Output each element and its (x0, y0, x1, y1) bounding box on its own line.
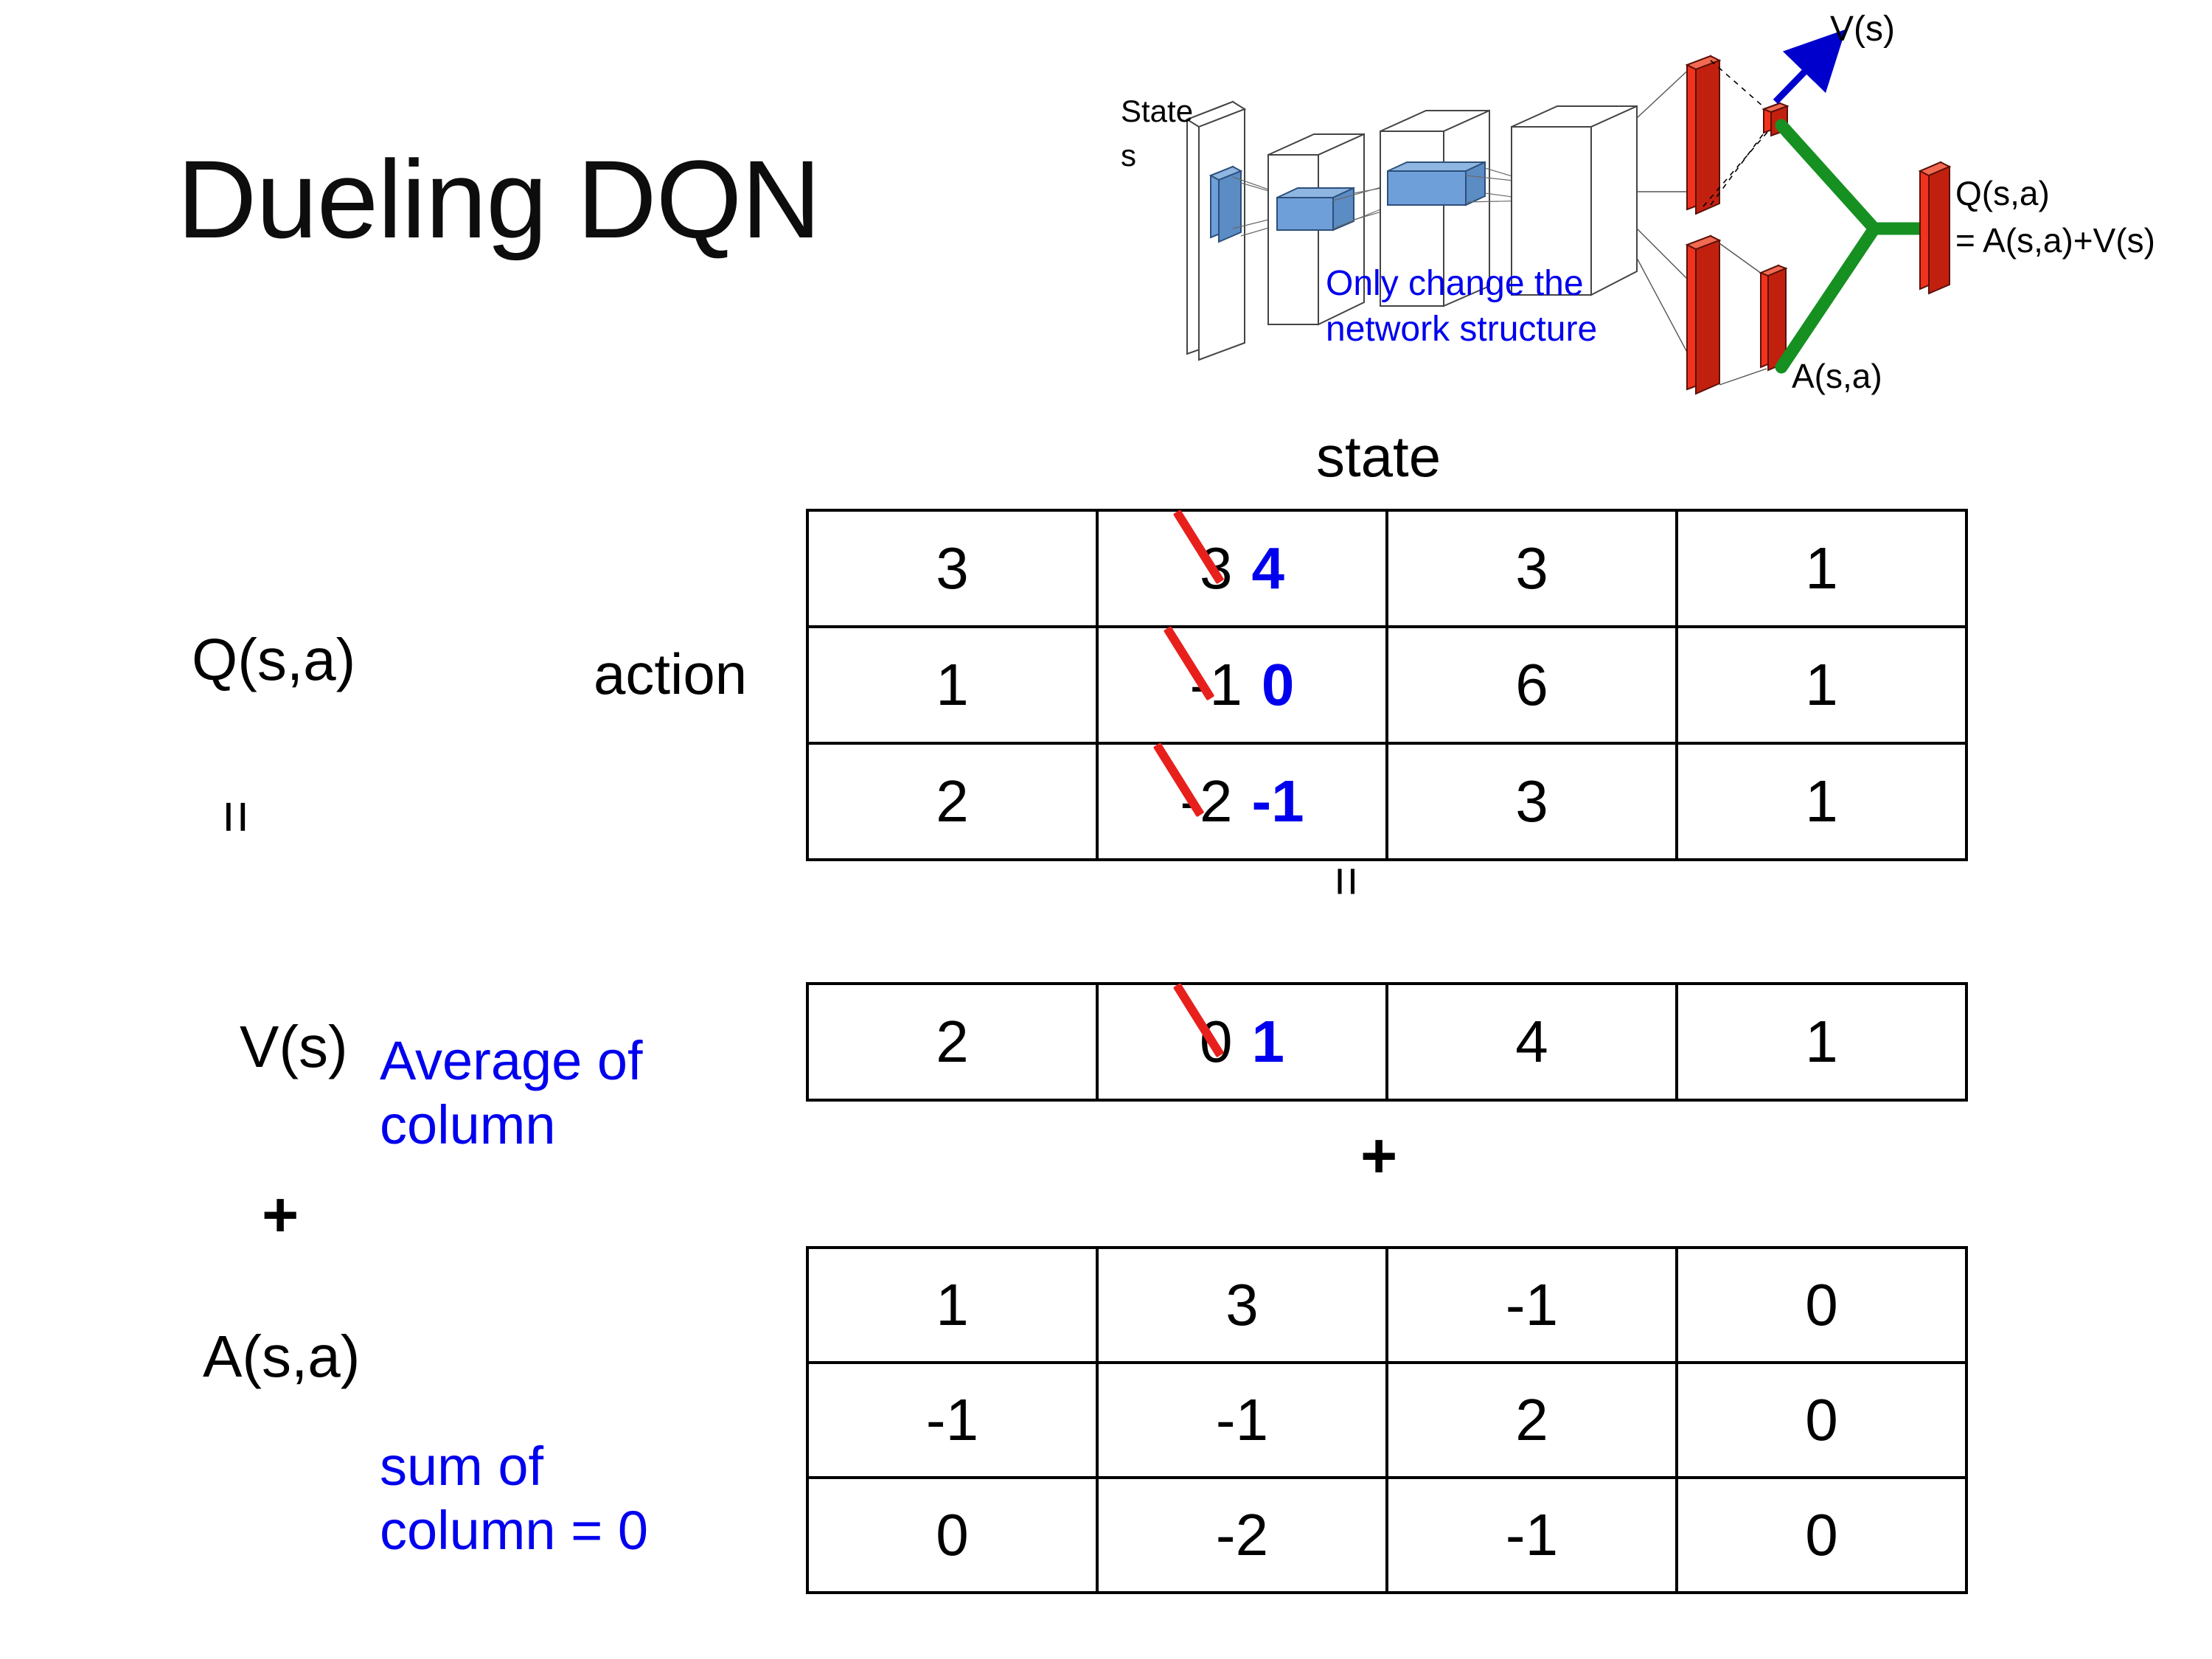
average-note-line1: Average of (380, 1030, 643, 1091)
table-cell: 2 (806, 742, 1099, 861)
table-cell: 6 (1385, 625, 1678, 745)
table-cell: -2 (1096, 1476, 1388, 1594)
table-cell: 1 (1675, 625, 1968, 745)
diagram-advantage-label: A(s,a) (1792, 357, 1882, 395)
table-cell: 2 (1385, 1361, 1678, 1479)
diagram-note-line2: network structure (1326, 310, 1597, 349)
table-cell: -1 (1385, 1476, 1678, 1594)
diagram-state-label-line1: State (1121, 94, 1193, 128)
plus-sign-2: + (1360, 1121, 1398, 1192)
dueling-network-diagram: State s Only change the network structur… (1121, 7, 2205, 409)
sum-note-line2: column = 0 (380, 1500, 649, 1562)
table-cell: 3 (1385, 742, 1678, 861)
struck-value: -1 (1189, 652, 1242, 717)
table-cell: -1 (1096, 1361, 1388, 1479)
average-of-column-note: Average of column (380, 1029, 643, 1158)
sum-of-column-note: sum of column = 0 (380, 1434, 648, 1563)
equals-sign-1: = (204, 800, 269, 834)
replacement-value: 0 (1261, 652, 1295, 717)
struck-value: -2 (1180, 768, 1233, 834)
table-cell: 1 (806, 1246, 1099, 1364)
struck-value: 0 (1200, 1009, 1233, 1074)
table-cell: 3 (1096, 1246, 1388, 1364)
replacement-value: 4 (1251, 535, 1285, 601)
diagram-state-label-line2: s (1121, 138, 1136, 173)
action-axis-label: action (594, 641, 748, 706)
table-cell: 0 (1675, 1476, 1968, 1594)
q-table-label: Q(s,a) (192, 627, 356, 692)
table-cell: -1 0 (1096, 625, 1388, 745)
table-cell: 1 (1675, 742, 1968, 861)
table-cell: 1 (1675, 509, 1968, 628)
table-cell: 3 (806, 509, 1099, 628)
state-axis-label: state (1316, 424, 1441, 489)
diagram-value-label: V(s) (1830, 10, 1895, 49)
a-table-label: A(s,a) (203, 1324, 361, 1389)
table-cell: 2 (806, 982, 1099, 1102)
table-cell: 1 (806, 625, 1099, 745)
table-cell: 0 (1675, 1361, 1968, 1479)
page-title: Dueling DQN (177, 137, 821, 261)
table-cell: 0 (806, 1476, 1099, 1594)
equals-sign-2: = (1318, 866, 1376, 897)
table-cell: 0 (1675, 1246, 1968, 1364)
diagram-q-label-line2: = A(s,a)+V(s) (1955, 221, 2155, 260)
table-cell: -2 -1 (1096, 742, 1388, 861)
table-cell: 1 (1675, 982, 1968, 1102)
replacement-value: -1 (1251, 768, 1304, 834)
average-note-line2: column (380, 1094, 556, 1156)
table-cell: 4 (1385, 982, 1678, 1102)
table-cell: -1 (1385, 1246, 1678, 1364)
diagram-note-line1: Only change the (1326, 264, 1584, 303)
plus-sign-1: + (262, 1180, 299, 1251)
table-cell: -1 (806, 1361, 1099, 1479)
diagram-q-label-line1: Q(s,a) (1955, 174, 2050, 212)
sum-note-line1: sum of (380, 1436, 544, 1497)
struck-value: 3 (1200, 535, 1233, 601)
v-table-label: V(s) (240, 1014, 348, 1079)
table-cell: 3 (1385, 509, 1678, 628)
replacement-value: 1 (1251, 1009, 1285, 1074)
